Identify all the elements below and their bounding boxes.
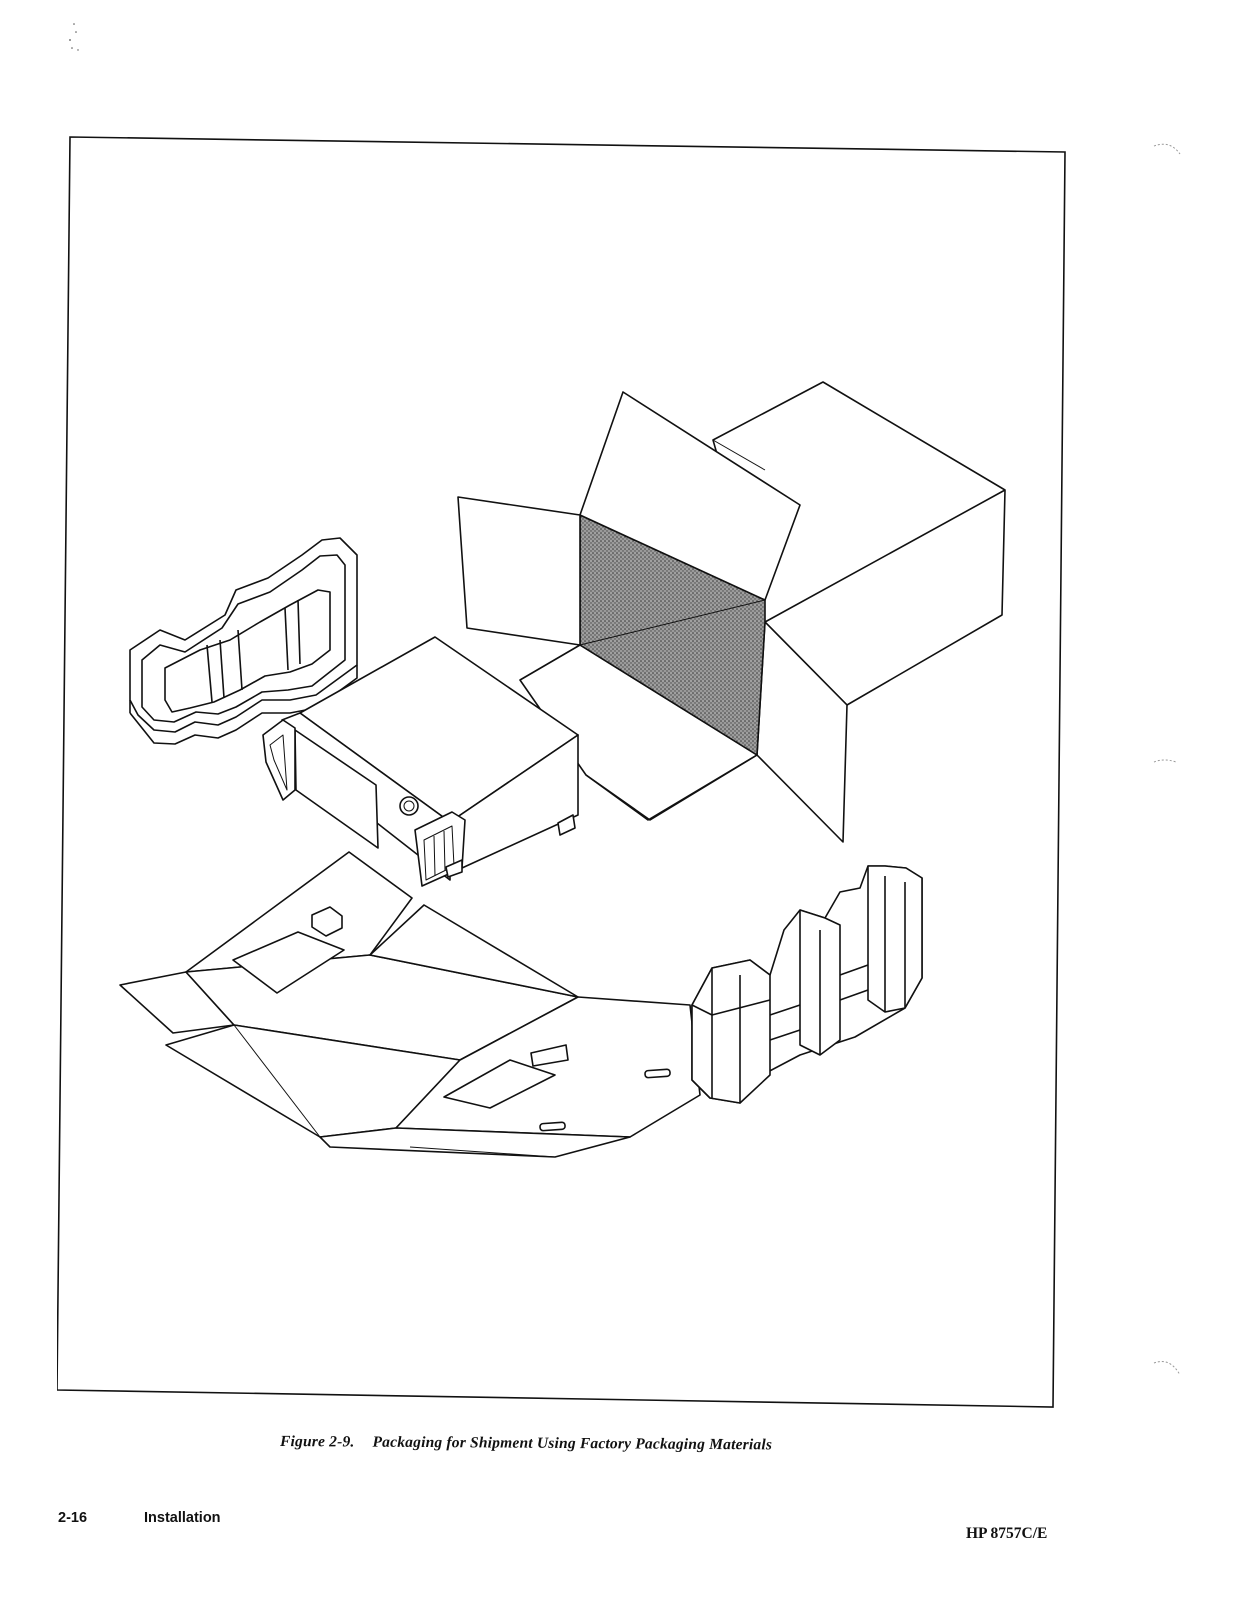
figure-border: [57, 136, 1066, 1408]
hand-slot: [539, 1121, 566, 1132]
product-name: HP 8757C/E: [966, 1525, 1048, 1542]
binding-hole-shadow-middle: [1153, 759, 1177, 763]
carton-top-flap: [579, 391, 801, 601]
binding-hole-shadow-bottom: [1153, 1361, 1181, 1376]
packaging-illustration: [57, 136, 1066, 1408]
figure-number: Figure 2-9.: [279, 1433, 355, 1451]
figure-frame: [57, 136, 1067, 1416]
foam-end-cap-left: [129, 537, 358, 745]
scan-speck-top-left: [69, 23, 79, 51]
carton-left-flap: [457, 496, 581, 646]
page-number: 2-16: [58, 1510, 88, 1526]
foam-end-cap-right: [691, 865, 923, 1104]
figure-caption: Figure 2-9. Packaging for Shipment Using …: [280, 1433, 980, 1456]
insert-pad-left: [232, 931, 345, 994]
instrument-hp-8757: [262, 636, 579, 887]
insert-pad-right: [443, 1059, 556, 1109]
section-name: Installation: [144, 1510, 221, 1526]
footer-left: 2-16 Installation: [58, 1510, 221, 1526]
shipping-carton: [457, 381, 1006, 843]
hand-slot: [644, 1068, 671, 1079]
folded-insert: [119, 851, 701, 1158]
figure-title: Packaging for Shipment Using Factory Pac…: [372, 1433, 773, 1454]
binding-hole-shadow-top: [1153, 143, 1181, 155]
